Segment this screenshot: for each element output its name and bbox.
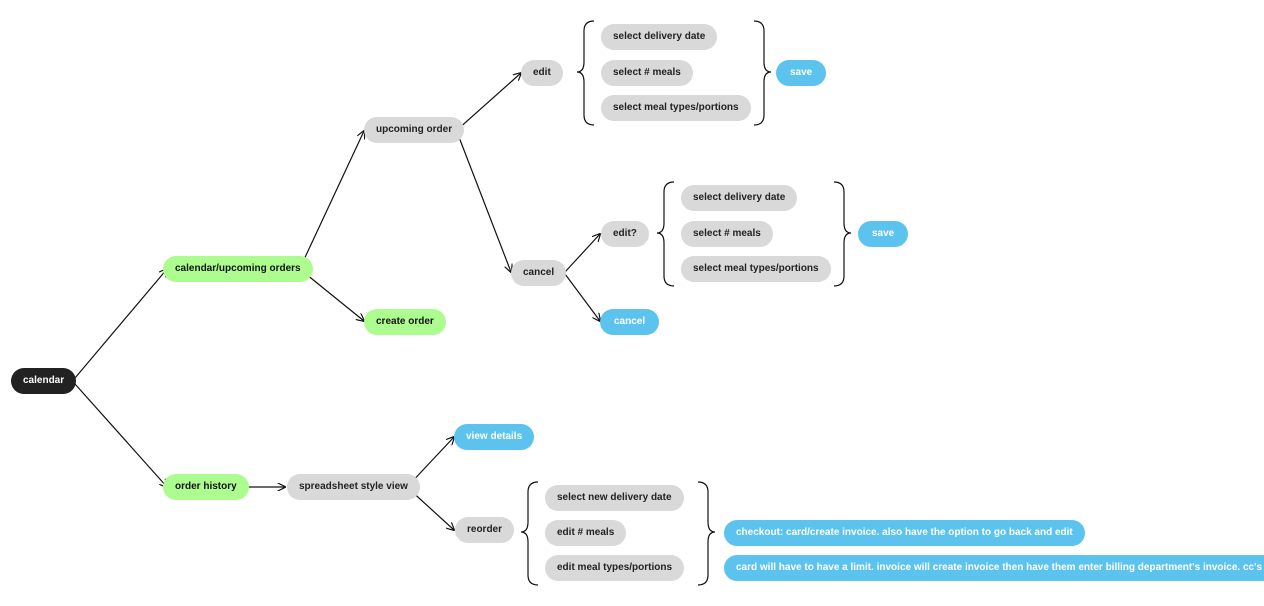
brace-close-1 [753,20,772,126]
node-edit-question[interactable]: edit? [601,221,649,247]
node-checkout[interactable]: checkout: card/create invoice. also have… [724,520,1085,546]
node-spreadsheet-style-view[interactable]: spreadsheet style view [287,474,420,500]
brace-open-3 [520,481,539,586]
node-save-2[interactable]: save [858,221,909,247]
edge-upcoming-order-to-cancel [456,131,511,272]
edge-upcoming-order-to-edit [456,73,521,131]
node-order-history[interactable]: order history [163,474,249,500]
edge-calendar-to-upcoming [74,269,167,379]
node-select-new-delivery-date[interactable]: select new delivery date [545,485,684,511]
node-view-details[interactable]: view details [454,424,535,450]
node-create-order[interactable]: create order [364,309,446,335]
brace-close-3 [697,481,716,586]
node-cancel-step[interactable]: cancel [511,260,567,286]
brace-open-2 [656,181,675,287]
brace-open-1 [576,20,595,126]
brace-close-2 [833,181,852,287]
edge-upcoming-to-upcoming-order [300,131,364,267]
node-cancel-action[interactable]: cancel [600,309,660,335]
node-edit-meal-types[interactable]: edit meal types/portions [545,555,685,581]
node-select-meal-types-2[interactable]: select meal types/portions [681,256,831,282]
node-select-delivery-date-1[interactable]: select delivery date [601,24,718,50]
edge-upcoming-to-create [300,269,364,321]
node-save-1[interactable]: save [776,60,827,86]
node-select-meals-2[interactable]: select # meals [681,221,773,247]
node-card-limit[interactable]: card will have to have a limit. invoice … [724,555,1264,581]
node-calendar[interactable]: calendar [11,368,77,394]
node-reorder[interactable]: reorder [455,517,515,543]
edge-cancel-to-edit-q [564,234,600,273]
node-upcoming-order[interactable]: upcoming order [364,117,465,143]
edge-cancel-to-cancel-action [564,273,600,321]
node-edit[interactable]: edit [521,60,563,86]
edge-calendar-to-history [74,383,167,487]
node-select-meals-1[interactable]: select # meals [601,60,693,86]
node-calendar-upcoming-orders[interactable]: calendar/upcoming orders [163,256,313,282]
node-select-delivery-date-2[interactable]: select delivery date [681,185,798,211]
node-select-meal-types-1[interactable]: select meal types/portions [601,95,751,121]
node-edit-meals[interactable]: edit # meals [545,520,627,546]
